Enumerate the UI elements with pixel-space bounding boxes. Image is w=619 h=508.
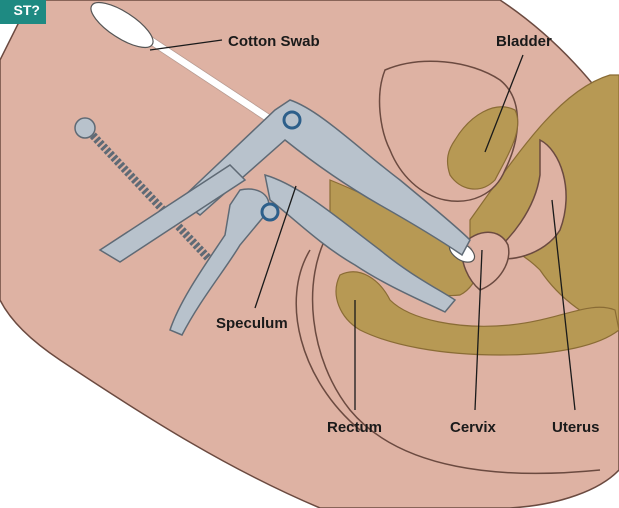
upper-pivot-screw — [284, 112, 300, 128]
label-cervix: Cervix — [450, 419, 497, 436]
corner-tag-text: ST? — [14, 2, 40, 18]
label-speculum: Speculum — [216, 315, 288, 332]
label-rectum: Rectum — [327, 419, 382, 436]
label-cotton-swab: Cotton Swab — [228, 33, 320, 50]
label-bladder: Bladder — [496, 33, 552, 50]
corner-tag: ST? — [0, 0, 46, 24]
lower-pivot-screw — [262, 204, 278, 220]
label-uterus: Uterus — [552, 419, 600, 436]
thumbscrew-knob — [75, 118, 95, 138]
